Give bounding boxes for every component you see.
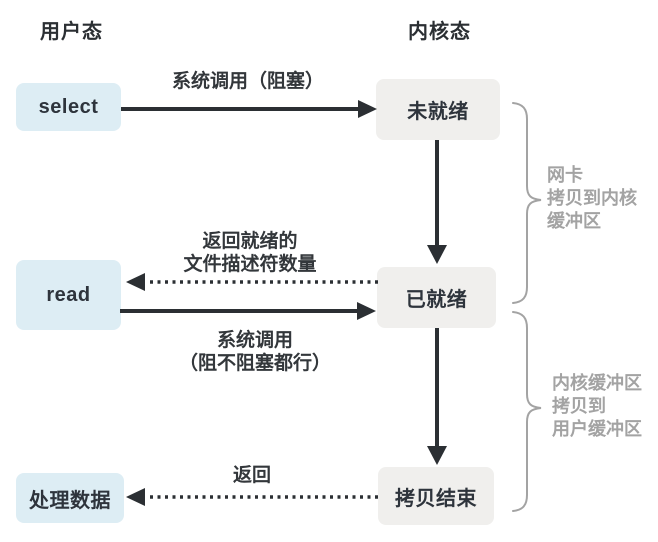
edge-label-line: 返回 <box>232 465 272 486</box>
node-ready-label: 已就绪 <box>405 289 468 311</box>
arrowhead-left-icon <box>126 273 145 291</box>
node-process-data-label: 处理数据 <box>29 489 111 512</box>
brace-label-nic-to-kernel-buffer: 网卡 拷贝到内核 缓冲区 <box>547 164 637 233</box>
brace-label-line: 内核缓冲区 <box>552 373 642 393</box>
node-process-data: 处理数据 <box>16 473 124 523</box>
node-not-ready: 未就绪 <box>376 79 500 140</box>
arrowhead-right-icon <box>358 100 377 118</box>
brace-label-line: 拷贝到 <box>552 396 606 416</box>
edge-label-line: 文件描述符数量 <box>183 254 317 275</box>
arrow-read-to-ready <box>120 302 376 320</box>
edge-label-read-syscall: 系统调用 （阻不阻塞都行） <box>179 329 331 375</box>
brace-label-line: 用户缓冲区 <box>552 419 642 439</box>
edge-label-line: 系统调用（阻塞） <box>171 71 325 92</box>
arrowhead-down-icon <box>427 245 447 264</box>
brace-label-line: 缓冲区 <box>547 211 601 231</box>
node-copy-done: 拷贝结束 <box>378 467 494 525</box>
node-read-label: read <box>46 283 91 306</box>
edge-label-line: （阻不阻塞都行） <box>178 353 332 374</box>
arrowhead-down-icon <box>427 446 447 465</box>
edge-label-line: 系统调用 <box>216 330 294 351</box>
edge-label-syscall-blocking: 系统调用（阻塞） <box>172 70 324 93</box>
node-read: read <box>16 260 121 330</box>
node-ready: 已就绪 <box>377 267 496 328</box>
user-mode-header: 用户态 <box>40 21 103 43</box>
arrow-ready-to-copydone <box>427 328 447 465</box>
node-select: select <box>16 83 121 131</box>
brace-nic-icon <box>512 102 542 304</box>
edge-label-return-ready-fd-count: 返回就绪的 文件描述符数量 <box>183 230 316 276</box>
node-copy-done-label: 拷贝结束 <box>395 487 477 510</box>
arrow-notready-to-ready <box>427 140 447 264</box>
kernel-mode-header: 内核态 <box>408 21 471 43</box>
brace-label-line: 拷贝到内核 <box>547 188 637 208</box>
edge-label-return: 返回 <box>233 464 271 487</box>
edge-label-line: 返回就绪的 <box>202 231 298 252</box>
brace-label-kernel-to-user-buffer: 内核缓冲区 拷贝到 用户缓冲区 <box>552 372 642 441</box>
node-select-label: select <box>38 95 99 118</box>
arrow-copydone-to-process-dotted <box>126 488 378 506</box>
arrow-select-to-notready <box>121 100 377 118</box>
arrowhead-right-icon <box>357 302 376 320</box>
node-not-ready-label: 未就绪 <box>407 101 469 123</box>
arrowhead-left-icon <box>126 488 145 506</box>
brace-label-line: 网卡 <box>547 165 583 185</box>
brace-kernel-icon <box>512 311 542 512</box>
